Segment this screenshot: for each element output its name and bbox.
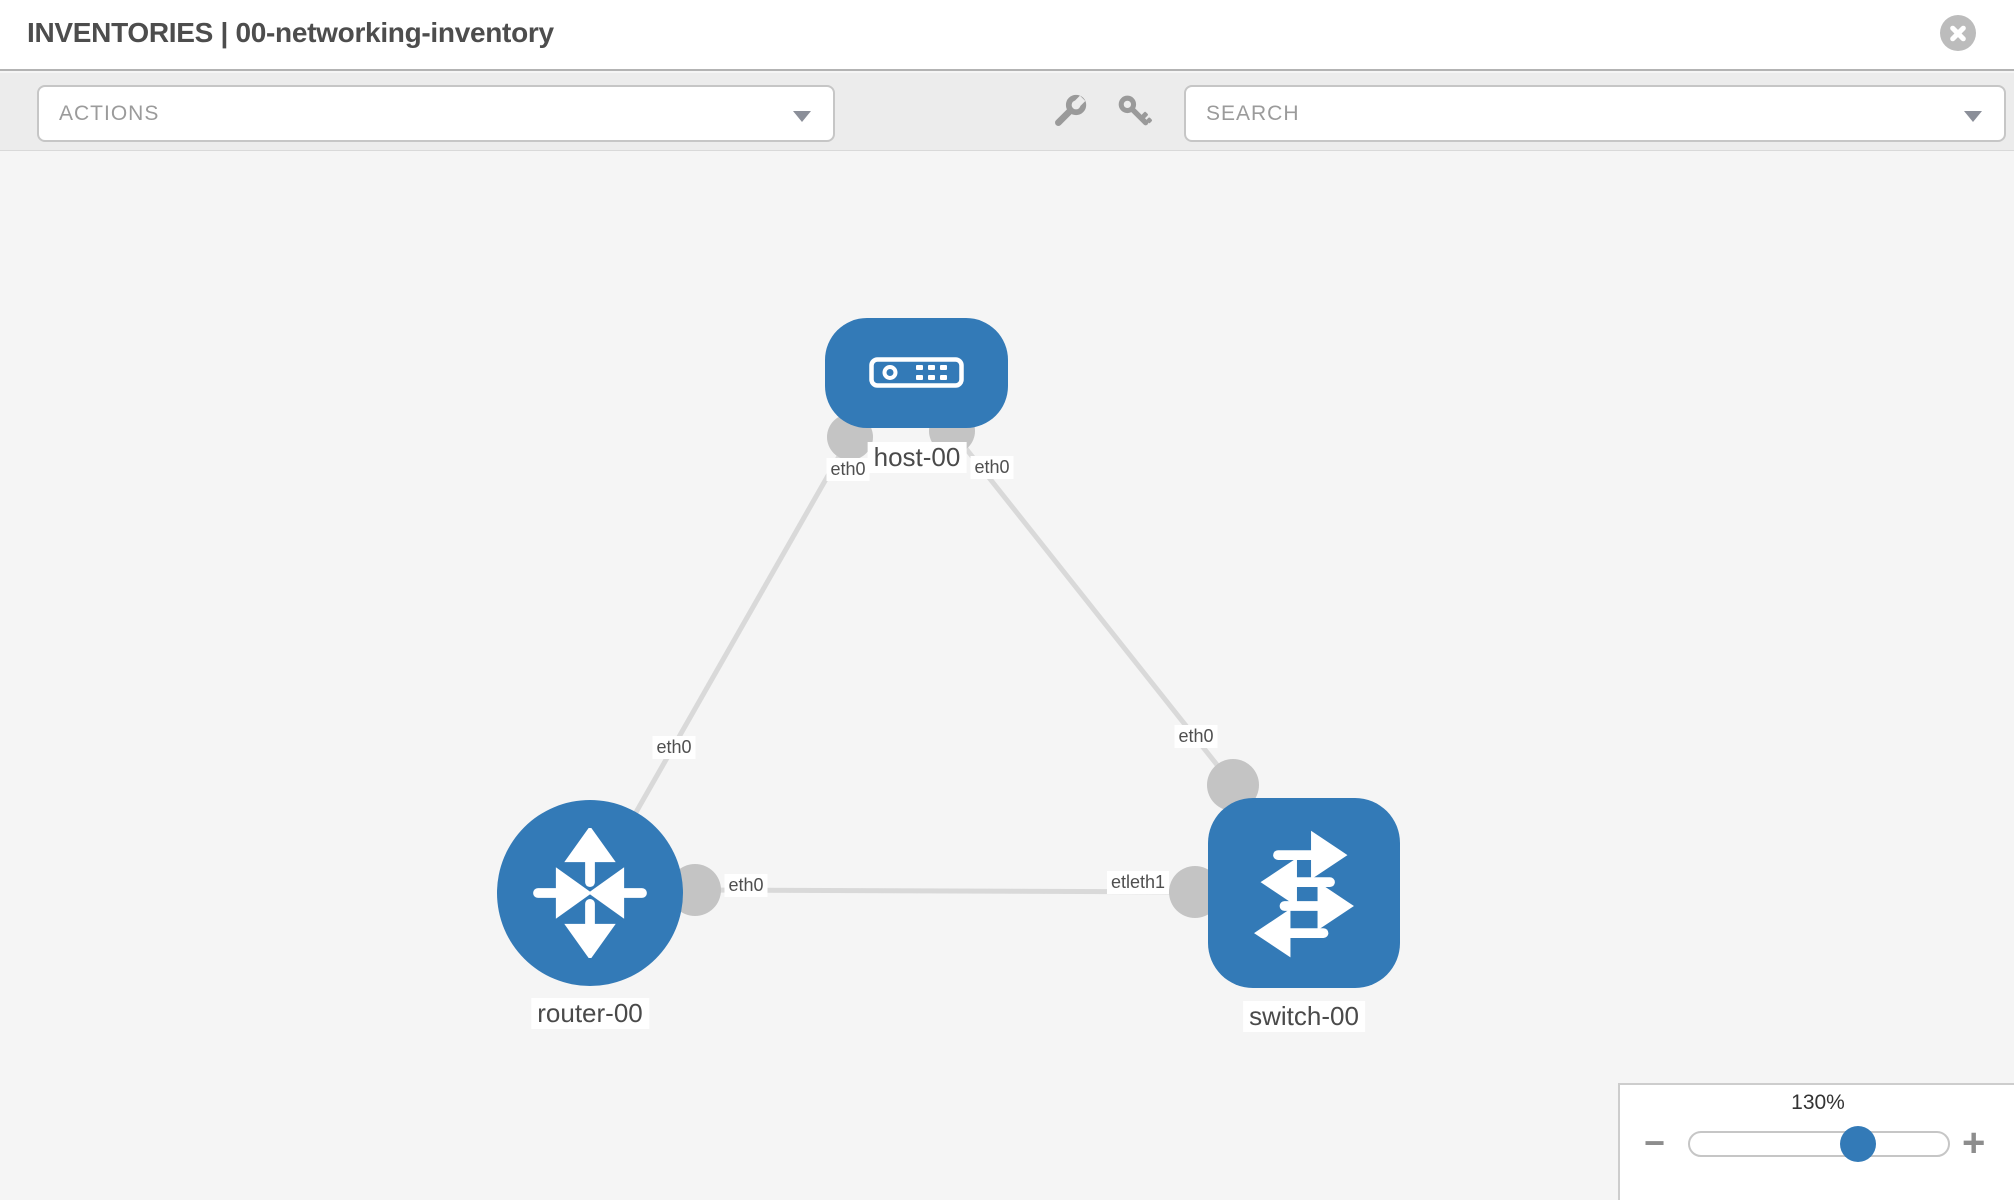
node-label-router: router-00 bbox=[531, 998, 649, 1029]
node-label-switch: switch-00 bbox=[1243, 1001, 1365, 1032]
iface-label: eth0 bbox=[1174, 725, 1218, 748]
toolbar: ACTIONS SEARCH bbox=[0, 73, 2014, 151]
iface-label: eth0 bbox=[724, 874, 768, 897]
interface-dots bbox=[669, 408, 1259, 918]
iface-label: eth0 bbox=[652, 736, 696, 759]
zoom-slider-track[interactable] bbox=[1688, 1131, 1950, 1157]
zoom-out-button[interactable]: − bbox=[1644, 1122, 1666, 1163]
header: INVENTORIES | 00-networking-inventory bbox=[0, 0, 2014, 71]
iface-label: etleth1 bbox=[1106, 871, 1170, 894]
actions-dropdown[interactable]: ACTIONS bbox=[37, 85, 835, 142]
chevron-down-icon bbox=[793, 111, 811, 122]
zoom-widget: 130% − + bbox=[1618, 1083, 2014, 1200]
topology-links bbox=[587, 429, 1235, 895]
node-host-00[interactable] bbox=[825, 318, 1008, 428]
node-router-00[interactable] bbox=[497, 800, 683, 986]
search-placeholder: SEARCH bbox=[1206, 102, 1300, 125]
close-icon[interactable] bbox=[1940, 15, 1976, 51]
iface-label: eth0 bbox=[826, 458, 870, 481]
host-icon bbox=[869, 357, 964, 388]
iface-label: eth0 bbox=[970, 456, 1014, 479]
topology-canvas[interactable]: eth0 eth0 eth0 eth0 eth0 etleth1 host-00… bbox=[0, 152, 2014, 1200]
zoom-level-value: 130% bbox=[1791, 1091, 1845, 1114]
node-switch-00[interactable] bbox=[1208, 798, 1400, 988]
actions-dropdown-label: ACTIONS bbox=[59, 102, 160, 125]
wrench-icon[interactable] bbox=[1050, 93, 1088, 131]
chevron-down-icon bbox=[1964, 111, 1982, 122]
node-label-host: host-00 bbox=[867, 442, 967, 473]
switch-icon bbox=[1254, 830, 1354, 958]
router-icon bbox=[533, 828, 647, 958]
key-icon[interactable] bbox=[1116, 93, 1154, 131]
page-title: INVENTORIES | 00-networking-inventory bbox=[27, 17, 554, 48]
zoom-slider-handle[interactable] bbox=[1840, 1126, 1876, 1162]
interface-dot bbox=[1207, 759, 1259, 811]
zoom-in-button[interactable]: + bbox=[1962, 1121, 1986, 1165]
search-input[interactable]: SEARCH bbox=[1184, 85, 2006, 142]
